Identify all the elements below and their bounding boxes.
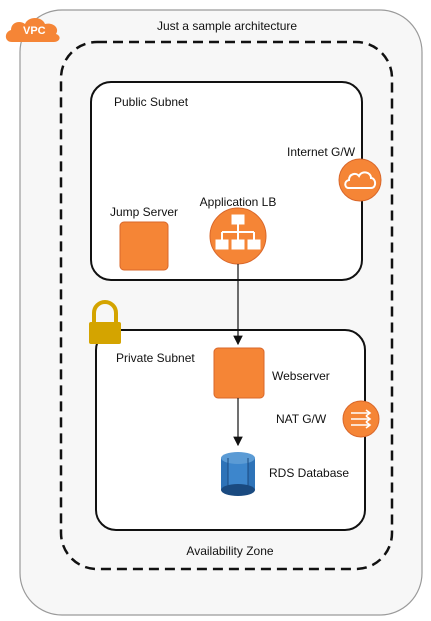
availability-zone-box [59, 40, 394, 571]
diagram-title: Just a sample architecture [156, 19, 298, 33]
jump-server-label: Jump Server [110, 205, 179, 219]
internet-gateway [338, 158, 382, 202]
nat-gateway-label: NAT G/W [276, 412, 327, 426]
cloud-icon [344, 171, 377, 189]
public-subnet-label: Public Subnet [114, 95, 189, 109]
load-balancer [209, 207, 267, 265]
cloud-icon [5, 18, 60, 42]
internet-gateway-label: Internet G/W [287, 145, 356, 159]
availability-zone-label: Availability Zone [186, 544, 274, 558]
nat-arrows-icon [351, 409, 372, 429]
jump-server-icon [119, 221, 169, 271]
webserver-label: Webserver [272, 369, 330, 383]
vpc-badge-label: VPC [23, 25, 46, 37]
database-label: RDS Database [269, 466, 350, 480]
hierarchy-icon [215, 214, 261, 250]
webserver-icon [213, 347, 265, 399]
padlock-icon [89, 300, 121, 344]
vpc-badge [5, 18, 60, 42]
load-balancer-label: Application LB [199, 195, 277, 209]
database-cylinder-icon [221, 452, 255, 496]
private-subnet-label: Private Subnet [116, 351, 195, 365]
nat-gateway [342, 400, 380, 438]
